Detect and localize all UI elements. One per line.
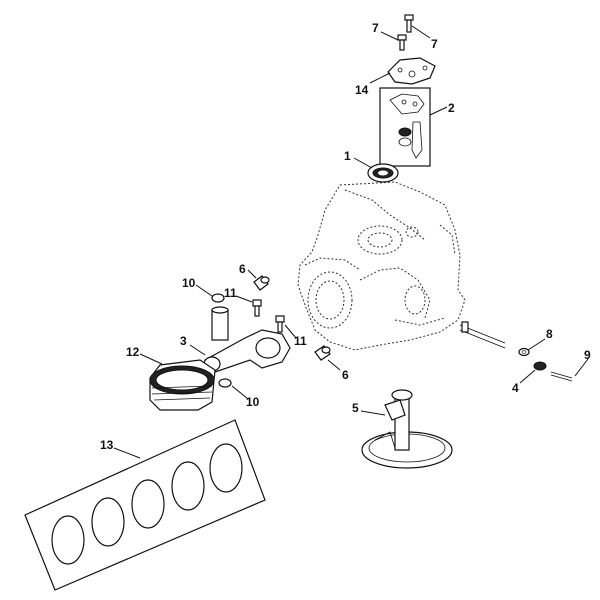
callout-13: 13	[100, 438, 114, 452]
connecting-rod	[203, 329, 291, 373]
washer	[518, 347, 530, 357]
ring-set	[24, 419, 266, 591]
callout-8: 8	[546, 327, 553, 341]
callout-11-right: 11	[294, 334, 307, 348]
callout-14: 14	[355, 83, 369, 97]
callout-11-left: 11	[224, 286, 237, 300]
bolt-top-left	[397, 34, 407, 51]
governor-shaft	[459, 321, 506, 349]
callout-9: 9	[584, 348, 591, 362]
callout-1: 1	[344, 149, 351, 163]
pin-clip-upper	[211, 293, 225, 303]
callout-7-left: 7	[372, 21, 379, 35]
callout-6-upper: 6	[239, 262, 246, 276]
callout-10-upper: 10	[182, 276, 196, 290]
callout-3: 3	[180, 334, 187, 348]
callout-7-right: 7	[431, 37, 438, 51]
pin	[550, 371, 573, 382]
crankcase	[297, 181, 466, 351]
callout-5: 5	[352, 401, 359, 415]
callouts: 1 2 3 4 5 6 6 7 7 8 9 10 10 11 11 12 13 …	[100, 21, 591, 452]
cover-plate	[387, 57, 436, 85]
dowel-pin-lower	[314, 345, 331, 361]
oil-seal	[367, 163, 399, 183]
callout-6-lower: 6	[342, 368, 349, 382]
pin-clip-lower	[218, 378, 232, 388]
leader-lines	[113, 25, 589, 459]
piston-pin	[211, 306, 229, 341]
callout-10-lower: 10	[246, 395, 260, 409]
rod-bolt-right	[275, 315, 285, 333]
callout-12: 12	[126, 345, 140, 359]
gasket-kit-box	[379, 87, 431, 167]
callout-2: 2	[448, 101, 455, 115]
piston	[149, 359, 216, 411]
callout-4: 4	[512, 381, 519, 395]
rod-bolt-left	[252, 299, 262, 317]
nut	[533, 361, 547, 371]
dowel-pin-upper	[253, 275, 270, 291]
bolt-top-right	[404, 14, 414, 33]
camshaft	[361, 389, 453, 469]
